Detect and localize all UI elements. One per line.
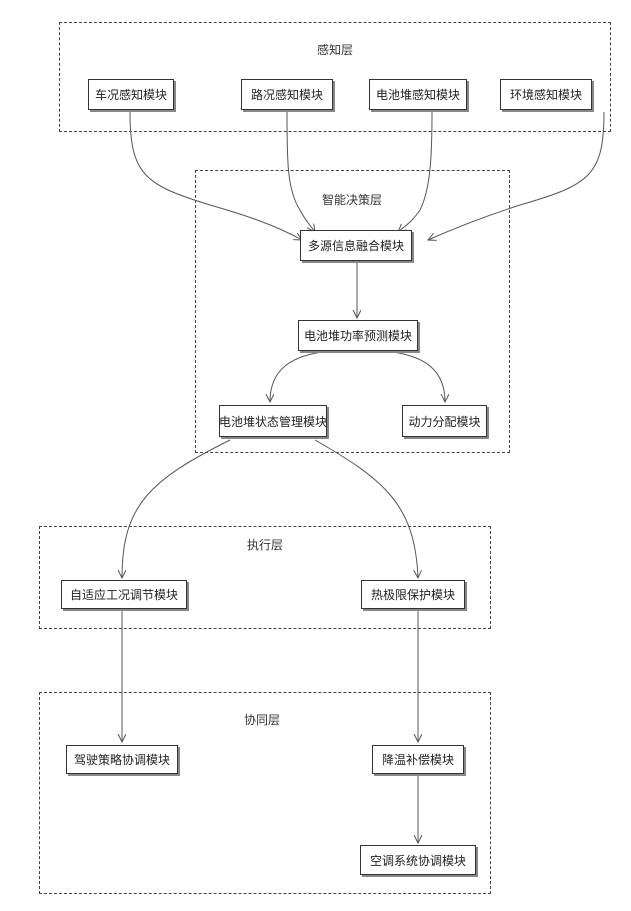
battery-state-management-module: 电池堆状态管理模块 xyxy=(219,405,327,437)
execution-layer-title: 执行层 xyxy=(247,536,283,553)
ac-system-module: 空调系统协调模块 xyxy=(360,845,476,875)
fusion-module: 多源信息融合模块 xyxy=(300,230,412,261)
thermal-protection-module: 热极限保护模块 xyxy=(361,580,465,609)
power-distribution-module: 动力分配模块 xyxy=(402,405,487,437)
cooling-compensation-module: 降温补偿模块 xyxy=(372,745,464,774)
perception-layer-title: 感知层 xyxy=(317,41,353,58)
vehicle-condition-module: 车况感知模块 xyxy=(88,79,174,110)
coordination-layer-title: 协同层 xyxy=(244,711,280,728)
road-condition-module: 路况感知模块 xyxy=(241,79,333,110)
decision-layer-title: 智能决策层 xyxy=(322,191,382,208)
battery-stack-sensing-module: 电池堆感知模块 xyxy=(369,79,467,110)
adaptive-condition-module: 自适应工况调节模块 xyxy=(61,580,187,609)
environment-sensing-module: 环境感知模块 xyxy=(500,79,592,110)
perception-layer xyxy=(59,22,611,132)
driving-strategy-module: 驾驶策略协调模块 xyxy=(66,745,178,774)
power-prediction-module: 电池堆功率预测模块 xyxy=(298,320,418,351)
